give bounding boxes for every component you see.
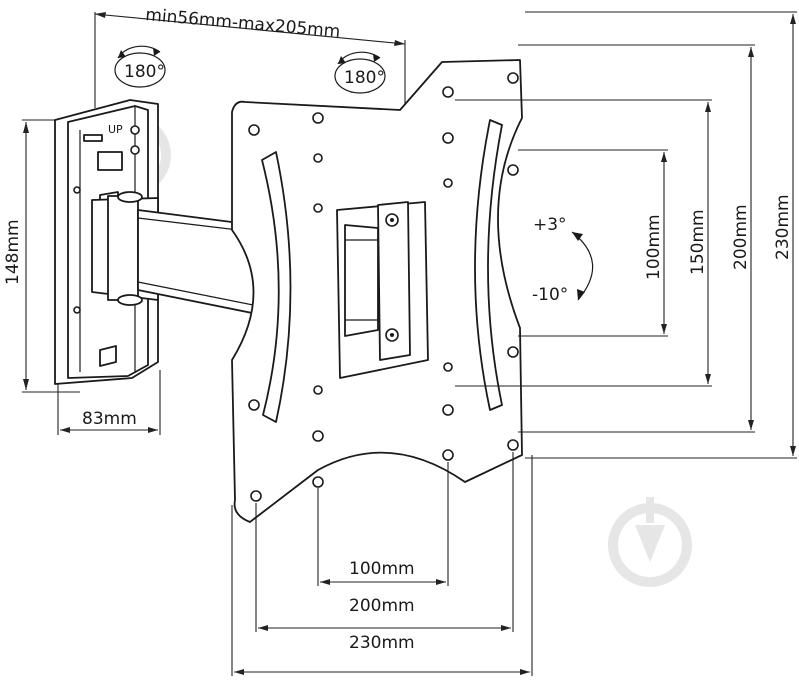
tilt-indicator: +3° -10° [532,215,594,305]
vesa-v-230-label: 230mm [773,194,793,260]
vesa-mounting-plate [231,59,523,523]
vesa-v-150-label: 150mm [688,209,708,275]
wall-plate-height-label: 148mm [3,219,23,285]
wall-plate-width-label: 83mm [82,409,137,429]
vesa-h-200-label: 200mm [349,596,415,616]
swivel-left-label: 180° [124,62,165,82]
vesa-v-200-label: 200mm [731,204,751,270]
tilt-down-label: -10° [532,285,568,305]
vesa-vertical-dimensions: 100mm 150mm 200mm 230mm [455,11,797,459]
vesa-horizontal-dimensions: 100mm 200mm 230mm [231,452,533,676]
watermark-logo-icon [608,497,692,587]
tilt-arrow-icon [571,231,594,301]
tilt-up-label: +3° [533,215,567,235]
swivel-right-indicator: 180° [334,51,386,94]
vesa-h-230-label: 230mm [349,633,415,653]
wall-plate-up-mark: UP [108,123,123,136]
swivel-left-indicator: 180° [114,45,166,88]
wall-plate-width-dimension: 83mm [57,370,161,435]
swivel-right-label: 180° [344,68,385,88]
vesa-v-100-label: 100mm [644,214,664,280]
swivel-arm [91,191,263,316]
arm-extension-label: min56mm-max205mm [145,5,342,42]
vesa-h-100-label: 100mm [349,559,415,579]
wall-plate-height-dimension: 148mm [3,119,80,393]
